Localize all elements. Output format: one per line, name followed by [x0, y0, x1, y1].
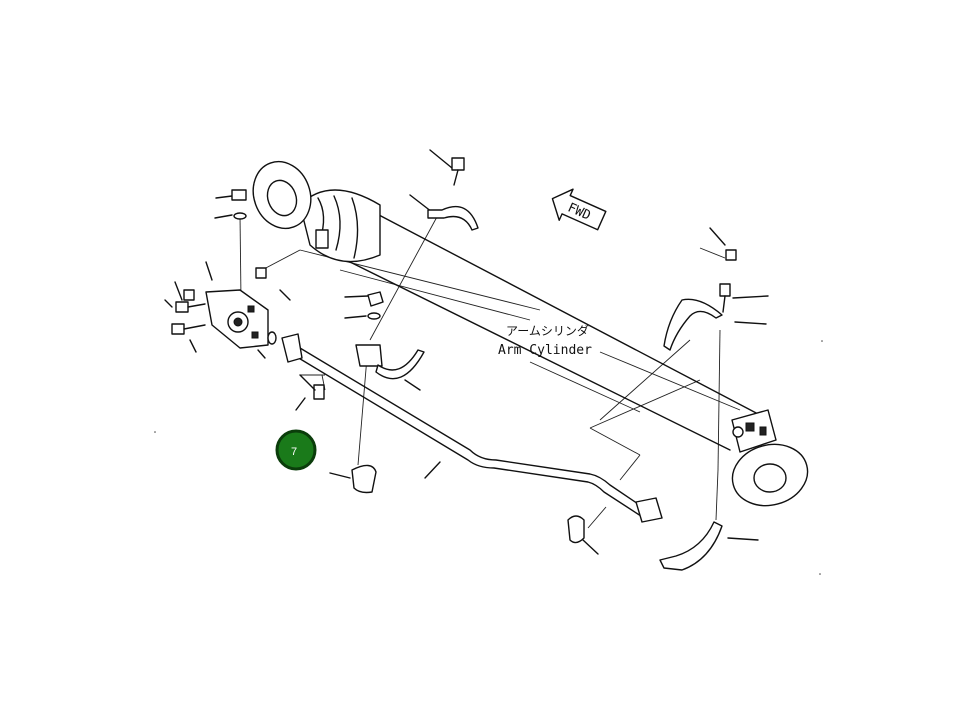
arm-cylinder	[252, 160, 761, 451]
callout-7-number: 7	[291, 446, 297, 458]
callout-7-ring	[275, 429, 317, 471]
arm-cylinder-label-en: Arm Cylinder	[498, 343, 592, 358]
bolts	[171, 157, 737, 400]
reference-leaders	[164, 149, 769, 555]
leader-lines	[239, 214, 741, 529]
scan-specks	[154, 340, 823, 575]
hydraulic-tube	[281, 333, 663, 523]
fwd-arrow-icon: FWD	[551, 188, 607, 231]
clamps	[351, 205, 723, 571]
cylinder-rod-end	[731, 409, 809, 507]
valve-block	[205, 289, 269, 349]
callout-7-marker[interactable]: 7	[275, 429, 317, 471]
arm-cylinder-label-jp: アームシリンダ	[506, 323, 589, 338]
